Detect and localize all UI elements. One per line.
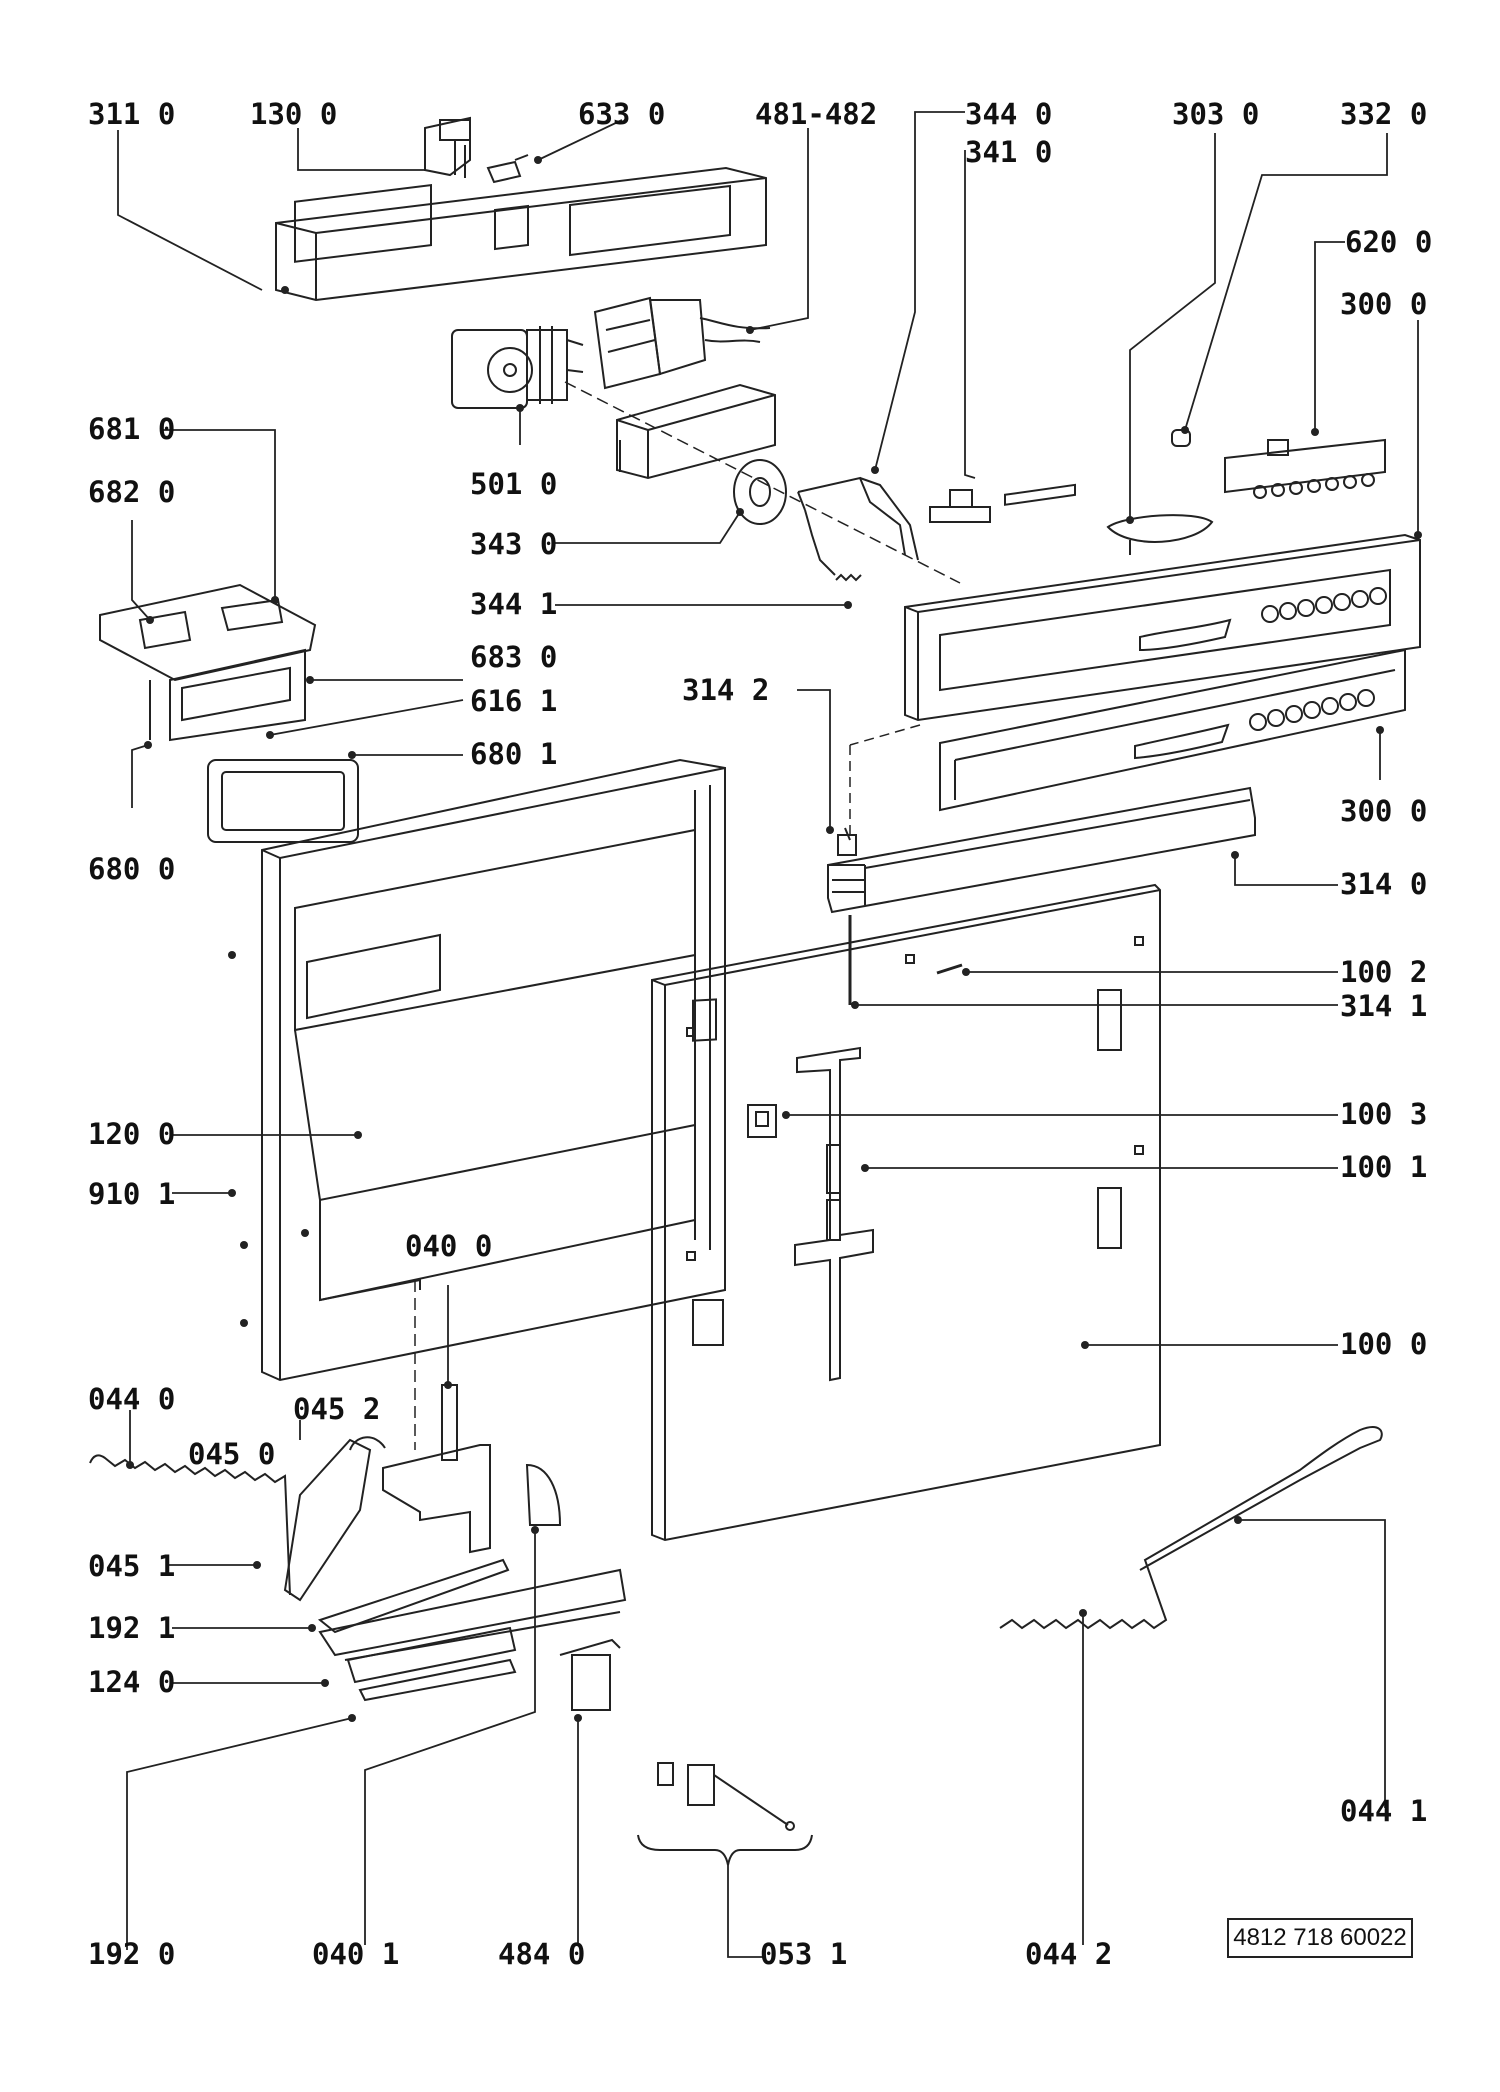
callout-683-0: 683 0	[470, 640, 558, 674]
callout-053-1: 053 1	[760, 1937, 848, 1971]
gasket-part	[207, 759, 359, 843]
callout-192-1: 192 1	[88, 1611, 176, 1645]
callout-344-0: 344 0	[965, 97, 1053, 131]
hinge-spring-left-part	[89, 1454, 291, 1596]
timer-motor-part	[451, 326, 584, 409]
callout-044-2: 044 2	[1025, 1937, 1113, 1971]
callout-040-0: 040 0	[405, 1229, 493, 1263]
push-button-part	[1106, 514, 1214, 555]
callout-484-0: 484 0	[498, 1937, 586, 1971]
callout-045-1: 045 1	[88, 1549, 176, 1583]
callout-680-1: 680 1	[470, 737, 558, 771]
callout-100-1: 100 1	[1340, 1150, 1428, 1184]
callout-100-2: 100 2	[1340, 955, 1428, 989]
callout-332-0: 332 0	[1340, 97, 1428, 131]
document-code-box: 4812 718 60022	[1227, 1918, 1413, 1958]
door-top-trim-part	[827, 786, 1256, 914]
callout-311-0: 311 0	[88, 97, 176, 131]
relay-part	[424, 116, 471, 178]
latch-clip-part	[747, 1104, 777, 1138]
callout-501-0: 501 0	[470, 467, 558, 501]
callout-192-0: 192 0	[88, 1937, 176, 1971]
small-spring-part	[835, 573, 862, 582]
callout-620-0: 620 0	[1345, 225, 1433, 259]
callout-633-0: 633 0	[578, 97, 666, 131]
callout-314-2: 314 2	[682, 673, 770, 707]
control-panel-lower-part	[939, 648, 1406, 812]
door-spring-right-part	[999, 1426, 1383, 1630]
callout-341-0: 341 0	[965, 135, 1053, 169]
side-plate-part	[525, 1463, 562, 1526]
callout-300-0-lower: 300 0	[1340, 794, 1428, 828]
timer-unit-part	[593, 296, 771, 390]
control-panel-upper-part	[904, 483, 1421, 722]
callout-124-0: 124 0	[88, 1665, 176, 1699]
hinge-screw-part	[837, 827, 857, 856]
callout-481-482: 481-482	[755, 97, 878, 131]
callout-130-0: 130 0	[250, 97, 338, 131]
door-pin-part	[936, 963, 963, 975]
callout-045-0: 045 0	[188, 1437, 276, 1471]
fastener-kit-part	[637, 1762, 813, 1866]
hinge-arm-part	[283, 1436, 386, 1602]
callout-616-1: 616 1	[470, 684, 558, 718]
callout-303-0: 303 0	[1172, 97, 1260, 131]
callout-045-2: 045 2	[293, 1392, 381, 1426]
knob-ring-part	[733, 459, 787, 525]
inner-door-panel-part	[261, 758, 726, 1382]
bottom-trim-part	[317, 1558, 627, 1661]
door-latch-linkage-part	[797, 476, 919, 576]
outer-door-panel-part	[651, 883, 1161, 1542]
callout-120-0: 120 0	[88, 1117, 176, 1151]
callout-044-1: 044 1	[1340, 1794, 1428, 1828]
callout-681-0: 681 0	[88, 412, 176, 446]
bottom-rail-part	[346, 1626, 517, 1702]
timer-bracket-part	[616, 383, 776, 480]
top-bracket-part	[275, 166, 767, 302]
callout-100-0: 100 0	[1340, 1327, 1428, 1361]
switch-bank-part	[1224, 438, 1386, 499]
callout-344-1: 344 1	[470, 587, 558, 621]
door-seal-block-part	[559, 1638, 621, 1711]
callout-682-0: 682 0	[88, 475, 176, 509]
latch-bracket-part	[929, 489, 991, 523]
callout-044-0: 044 0	[88, 1382, 176, 1416]
detergent-dispenser-part	[99, 583, 317, 742]
callout-314-0: 314 0	[1340, 867, 1428, 901]
callout-040-1: 040 1	[312, 1937, 400, 1971]
hinge-bracket-part	[382, 1384, 491, 1554]
callout-300-0-upper: 300 0	[1340, 287, 1428, 321]
microswitch-part	[486, 154, 529, 184]
callout-314-1: 314 1	[1340, 989, 1428, 1023]
callout-680-0: 680 0	[88, 852, 176, 886]
callout-343-0: 343 0	[470, 527, 558, 561]
door-latch-plate-part	[794, 1046, 874, 1382]
callout-100-3: 100 3	[1340, 1097, 1428, 1131]
callout-910-1: 910 1	[88, 1177, 176, 1211]
